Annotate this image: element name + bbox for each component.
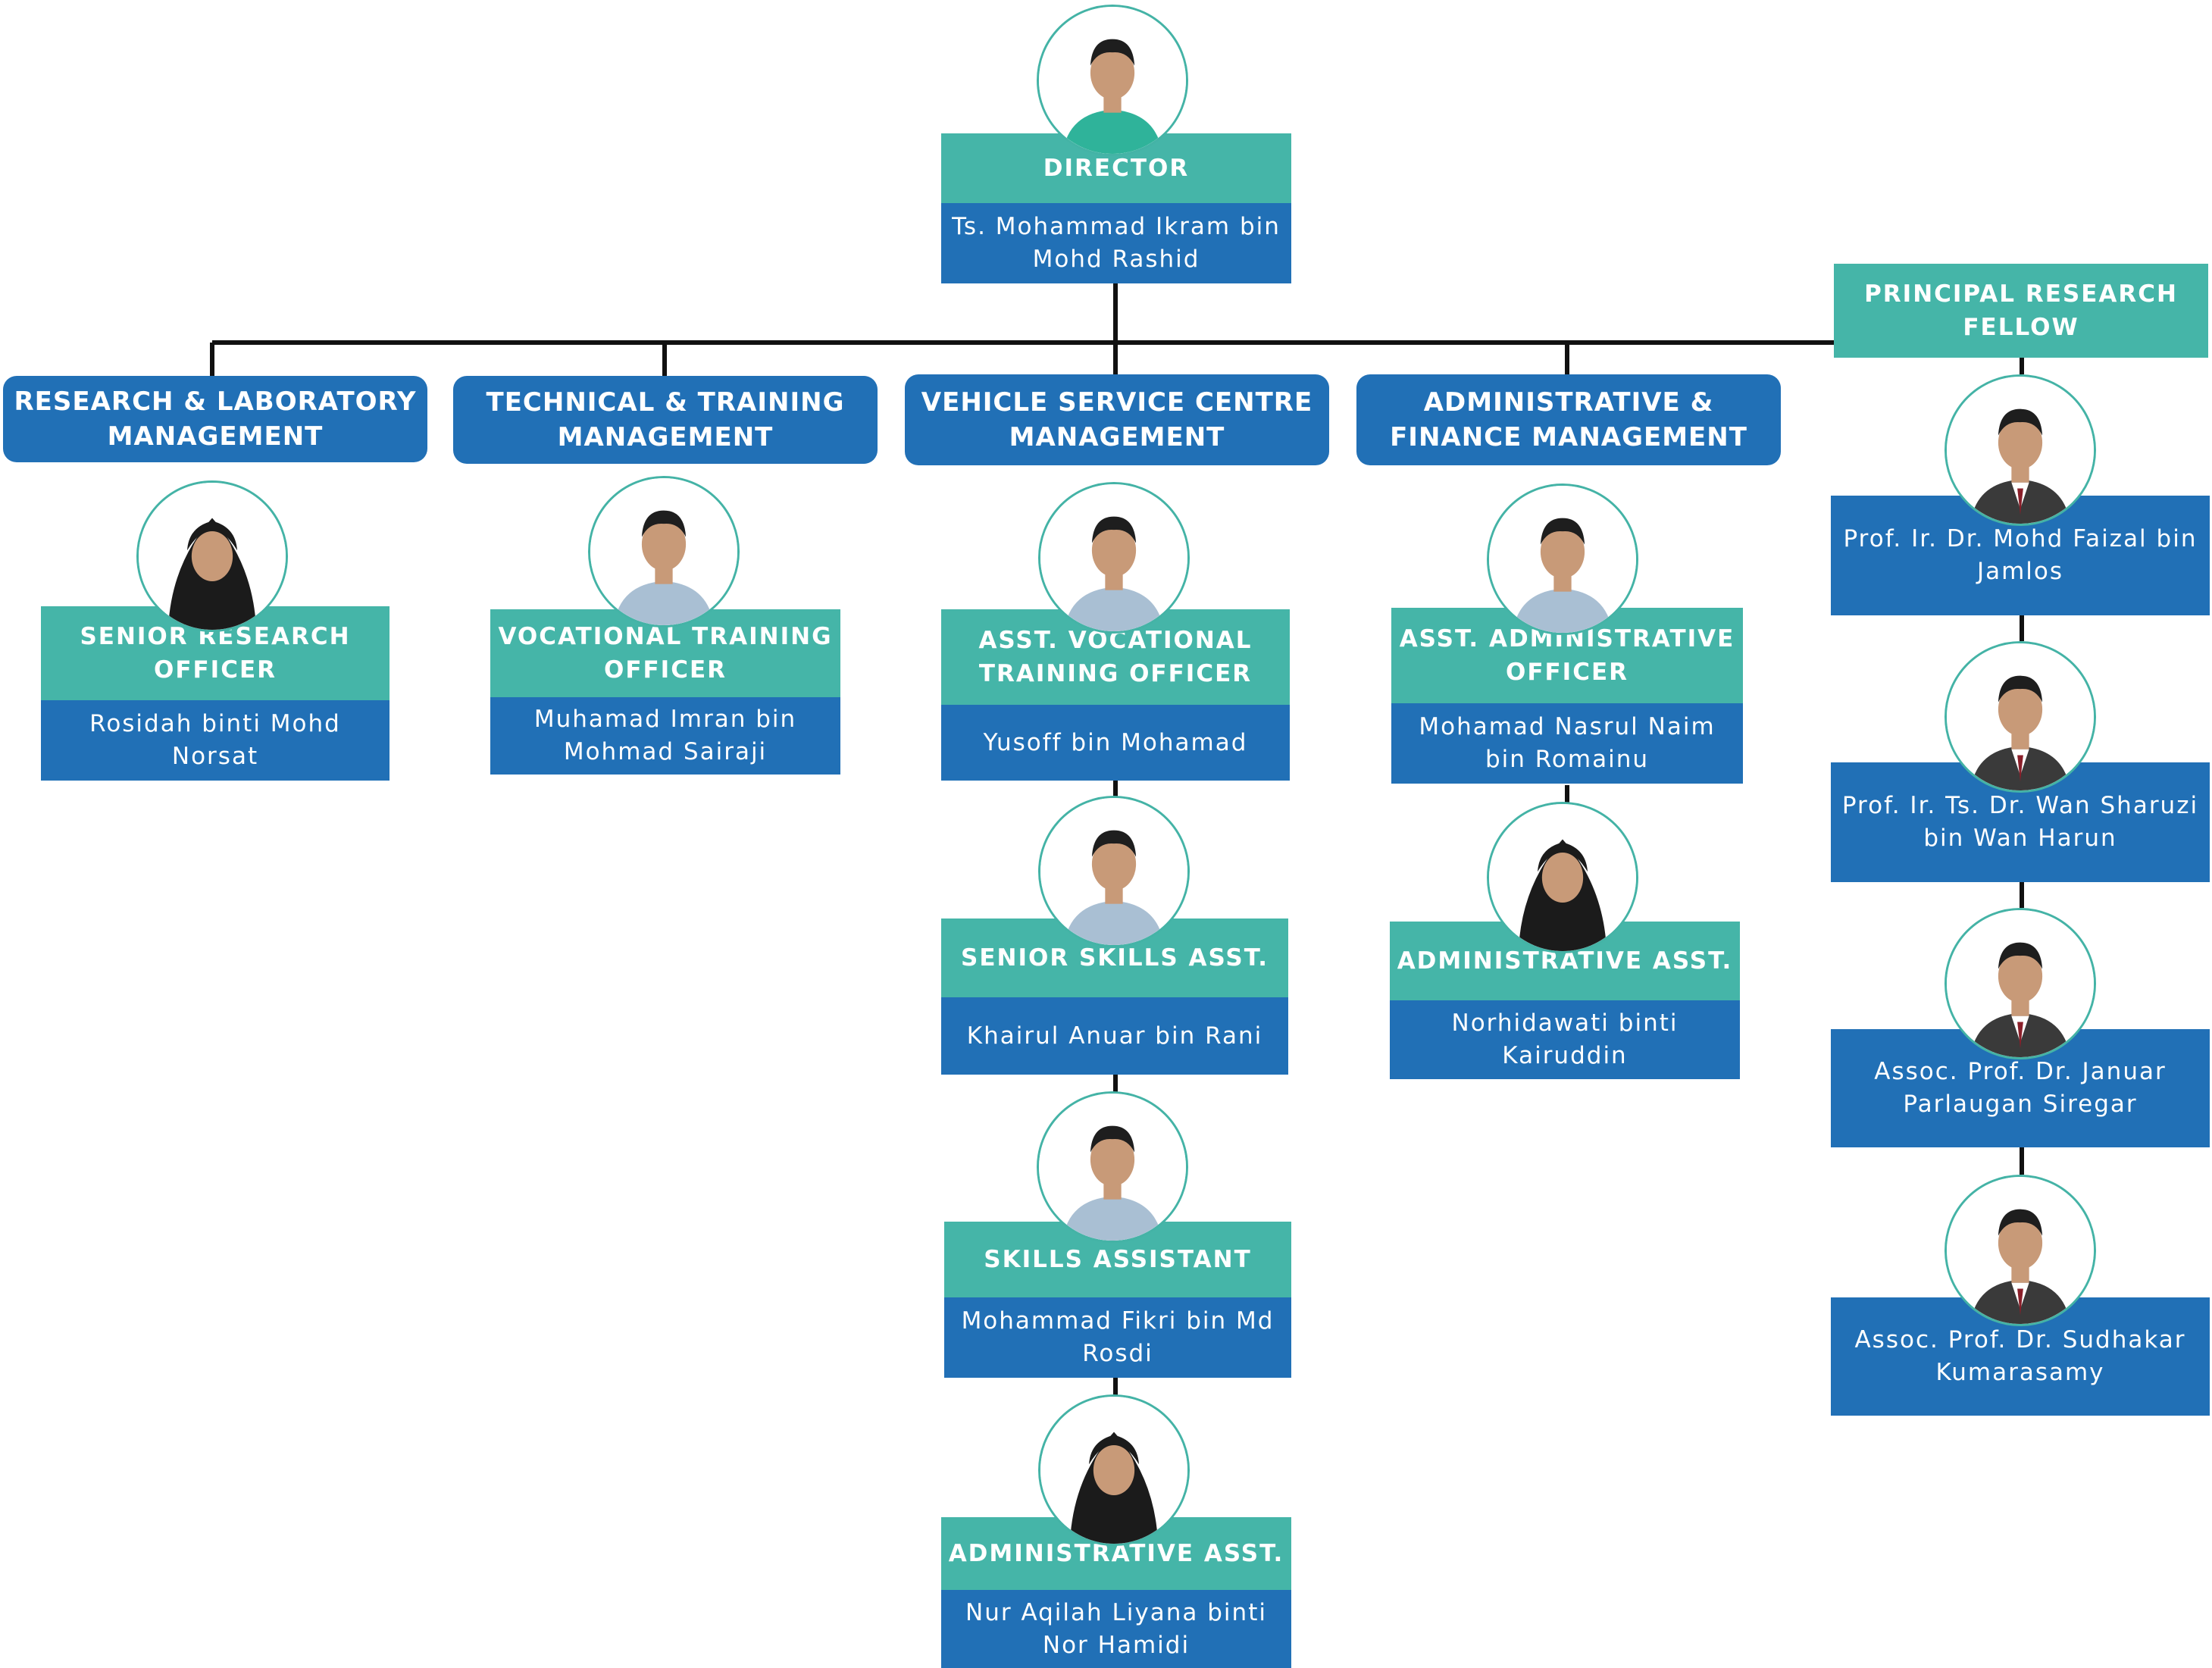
staff-name: Mohamad Nasrul Naim bin Romainu <box>1391 703 1743 784</box>
hair-shape <box>1998 1209 2043 1236</box>
staff-photo <box>1038 796 1190 947</box>
staff-photo <box>136 480 288 632</box>
face-shape <box>1093 1445 1135 1495</box>
hair-shape <box>1090 1125 1135 1153</box>
shoulders-shape <box>614 581 714 625</box>
face-shape <box>1998 1216 2043 1270</box>
shoulders-shape <box>1064 587 1164 631</box>
staff-role: SENIOR RESEARCH OFFICER <box>41 606 390 700</box>
staff-photo <box>1038 482 1190 634</box>
fellow-photo <box>1944 908 2096 1059</box>
hair-shape <box>1091 830 1137 857</box>
face-shape <box>641 518 687 571</box>
staff-role: SENIOR SKILLS ASST. <box>941 918 1288 997</box>
staff-name: Khairul Anuar bin Rani <box>941 997 1288 1075</box>
staff-name: Yusoff bin Mohamad <box>941 705 1290 781</box>
staff-name: Nur Aqilah Liyana binti Nor Hamidi <box>941 1590 1291 1668</box>
face-shape <box>1090 46 1135 100</box>
fellow-name: Prof. Ir. Dr. Mohd Faizal bin Jamlos <box>1831 496 2210 615</box>
staff-role: SKILLS ASSISTANT <box>944 1222 1291 1297</box>
dept-vehicle-service-centre: VEHICLE SERVICE CENTRE MANAGEMENT <box>905 374 1329 465</box>
face-shape <box>1998 950 2043 1003</box>
shoulders-shape <box>1513 588 1613 633</box>
staff-photo <box>1037 1091 1188 1243</box>
face-shape <box>1998 683 2043 737</box>
face-shape <box>1091 837 1137 891</box>
director-name: Ts. Mohammad Ikram bin Mohd Rashid <box>941 203 1291 283</box>
staff-name: Rosidah binti Mohd Norsat <box>41 700 390 781</box>
staff-name: Muhamad Imran bin Mohmad Sairaji <box>490 697 840 775</box>
dept-research-laboratory: RESEARCH & LABORATORY MANAGEMENT <box>3 376 427 462</box>
staff-photo <box>1487 802 1638 953</box>
dept-technical-training: TECHNICAL & TRAINING MANAGEMENT <box>453 376 878 464</box>
face-shape <box>1090 1133 1135 1187</box>
shoulders-shape <box>1064 900 1164 945</box>
staff-name: Mohammad Fikri bin Md Rosdi <box>944 1297 1291 1378</box>
dept-administrative-finance: ADMINISTRATIVE & FINANCE MANAGEMENT <box>1356 374 1781 465</box>
staff-photo <box>1038 1394 1190 1546</box>
shoulders-shape <box>1062 1196 1162 1241</box>
fellow-photo <box>1944 1175 2096 1326</box>
fellow-photo <box>1944 374 2096 526</box>
hair-shape <box>1090 39 1135 66</box>
face-shape <box>191 531 233 581</box>
director-photo <box>1037 5 1188 156</box>
fellow-name: Assoc. Prof. Dr. Sudhakar Kumarasamy <box>1831 1297 2210 1416</box>
face-shape <box>1091 524 1137 577</box>
staff-name: Norhidawati binti Kairuddin <box>1390 1000 1740 1079</box>
staff-photo <box>588 476 740 627</box>
staff-photo <box>1487 484 1638 635</box>
hair-shape <box>1998 942 2043 969</box>
fellows-title: PRINCIPAL RESEARCH FELLOW <box>1834 264 2208 358</box>
fellow-photo <box>1944 641 2096 793</box>
face-shape <box>1541 853 1584 903</box>
face-shape <box>1998 416 2043 470</box>
face-shape <box>1540 525 1585 579</box>
shoulders-shape <box>1062 109 1162 154</box>
